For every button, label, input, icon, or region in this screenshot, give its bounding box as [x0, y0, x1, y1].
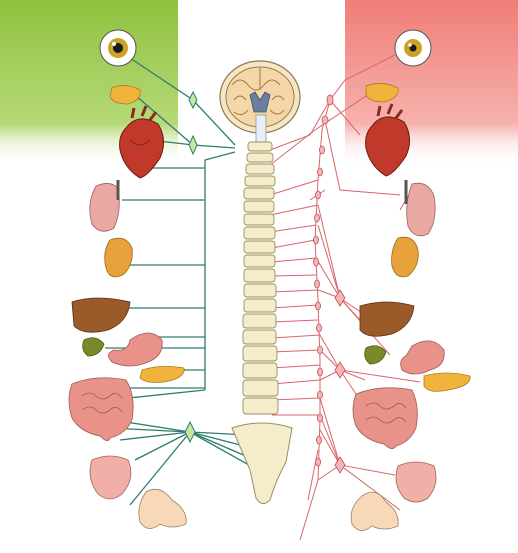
kidney-icon [104, 237, 133, 278]
stomach-icon [400, 340, 445, 375]
gallbladder-icon [364, 345, 387, 365]
right-organs [350, 29, 471, 531]
liver-icon [359, 301, 415, 337]
spinal-column [231, 114, 293, 504]
lung-icon [404, 180, 436, 237]
genitals-icon [138, 488, 187, 529]
parasympathetic-ganglia [184, 90, 198, 444]
lung-icon [89, 180, 120, 232]
kidney-icon [391, 236, 419, 278]
sacrum [231, 422, 293, 504]
ganglion-pelvic [184, 420, 196, 444]
bladder-icon [395, 461, 437, 503]
vertebrae [242, 141, 279, 415]
sympathetic-ganglia [313, 94, 346, 474]
intestine-icon [68, 377, 134, 441]
liver-icon [71, 297, 131, 333]
genitals-icon [350, 491, 399, 531]
ganglion-superior-mesenteric [334, 361, 346, 379]
gallbladder-icon [82, 337, 105, 357]
intestine-icon [352, 387, 418, 449]
ganglion-ciliary [188, 90, 198, 110]
parasympathetic-nerves [99, 57, 259, 506]
heart-icon [365, 103, 410, 177]
pancreas-icon [139, 366, 185, 383]
left-organs [68, 29, 187, 529]
heart-icon [119, 105, 164, 179]
ganglion-celiac [334, 289, 346, 307]
lacrimal-gland-icon [109, 85, 141, 105]
ganglion-otic [188, 134, 198, 156]
eye-icon [394, 29, 432, 67]
brain-icon [219, 60, 301, 134]
stomach-icon [108, 332, 163, 367]
ganglion-inferior-mesenteric [334, 456, 346, 474]
pancreas-icon [423, 372, 471, 392]
lacrimal-gland-icon [365, 83, 399, 103]
eye-icon [99, 29, 137, 67]
ganglion-superior-cervical [326, 94, 334, 106]
bladder-icon [89, 455, 132, 500]
